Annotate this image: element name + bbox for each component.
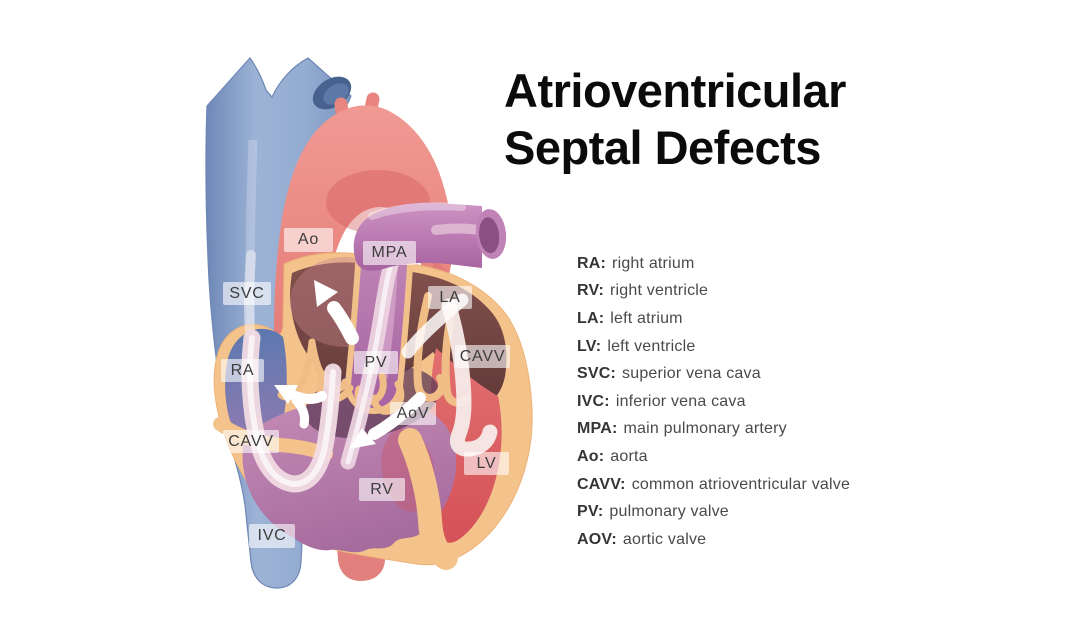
legend-abbr: CAVV: — [577, 475, 626, 493]
diagram-label-ivc: IVC — [249, 524, 295, 548]
legend-abbr: RA: — [577, 254, 607, 272]
diagram-label-ao: Ao — [284, 228, 333, 252]
diagram-label-cavv-right: CAVV — [455, 345, 510, 368]
legend-item-svc: SVC: superior vena cava — [577, 360, 850, 388]
legend-desc: left atrium — [610, 309, 683, 327]
legend-abbr: IVC: — [577, 392, 610, 410]
legend-abbr: AOV: — [577, 530, 617, 548]
diagram-label-lv: LV — [464, 452, 509, 475]
diagram-label-pv: PV — [354, 351, 398, 374]
legend-desc: right atrium — [612, 254, 695, 272]
legend-abbr: LV: — [577, 337, 602, 355]
legend-desc: common atrioventricular valve — [631, 475, 851, 493]
diagram-label-ra: RA — [221, 359, 264, 382]
legend-desc: aorta — [610, 447, 648, 465]
diagram-label-mpa: MPA — [363, 241, 416, 265]
legend-item-cavv: CAVV: common atrioventricular valve — [577, 471, 850, 499]
page-title: Atrioventricular Septal Defects — [504, 62, 846, 176]
legend-item-ivc: IVC: inferior vena cava — [577, 388, 850, 416]
legend-abbr: SVC: — [577, 365, 617, 383]
legend: RA: right atrium RV: right ventricle LA:… — [577, 250, 850, 554]
diagram-label-rv: RV — [359, 478, 405, 501]
legend-item-mpa: MPA: main pulmonary artery — [577, 416, 850, 444]
mpa-opening — [475, 209, 507, 259]
legend-desc: right ventricle — [609, 282, 709, 300]
legend-desc: inferior vena cava — [615, 392, 746, 410]
legend-abbr: LA: — [577, 309, 605, 327]
legend-abbr: RV: — [577, 282, 604, 300]
title-line-1: Atrioventricular — [504, 64, 846, 117]
legend-desc: pulmonary valve — [609, 503, 729, 521]
diagram-label-cavv-left: CAVV — [223, 430, 279, 453]
legend-desc: main pulmonary artery — [623, 420, 787, 438]
diagram-label-aov: AoV — [390, 402, 436, 425]
diagram-label-la: LA — [428, 286, 472, 309]
legend-abbr: MPA: — [577, 420, 618, 438]
legend-item-aov: AOV: aortic valve — [577, 526, 850, 554]
ventricular-septum — [398, 428, 458, 570]
diagram-label-svc: SVC — [223, 282, 271, 305]
legend-desc: left ventricle — [607, 337, 696, 355]
legend-item-la: LA: left atrium — [577, 305, 850, 333]
legend-item-rv: RV: right ventricle — [577, 278, 850, 306]
flow-arrow-up — [314, 280, 359, 345]
legend-item-pv: PV: pulmonary valve — [577, 498, 850, 526]
legend-abbr: PV: — [577, 503, 604, 521]
legend-desc: superior vena cava — [622, 365, 761, 383]
flow-arrow-left — [274, 385, 327, 429]
legend-item-ra: RA: right atrium — [577, 250, 850, 278]
legend-abbr: Ao: — [577, 447, 605, 465]
legend-item-ao: Ao: aorta — [577, 443, 850, 471]
title-line-2: Septal Defects — [504, 121, 821, 174]
legend-item-lv: LV: left ventricle — [577, 333, 850, 361]
legend-desc: aortic valve — [622, 530, 707, 548]
